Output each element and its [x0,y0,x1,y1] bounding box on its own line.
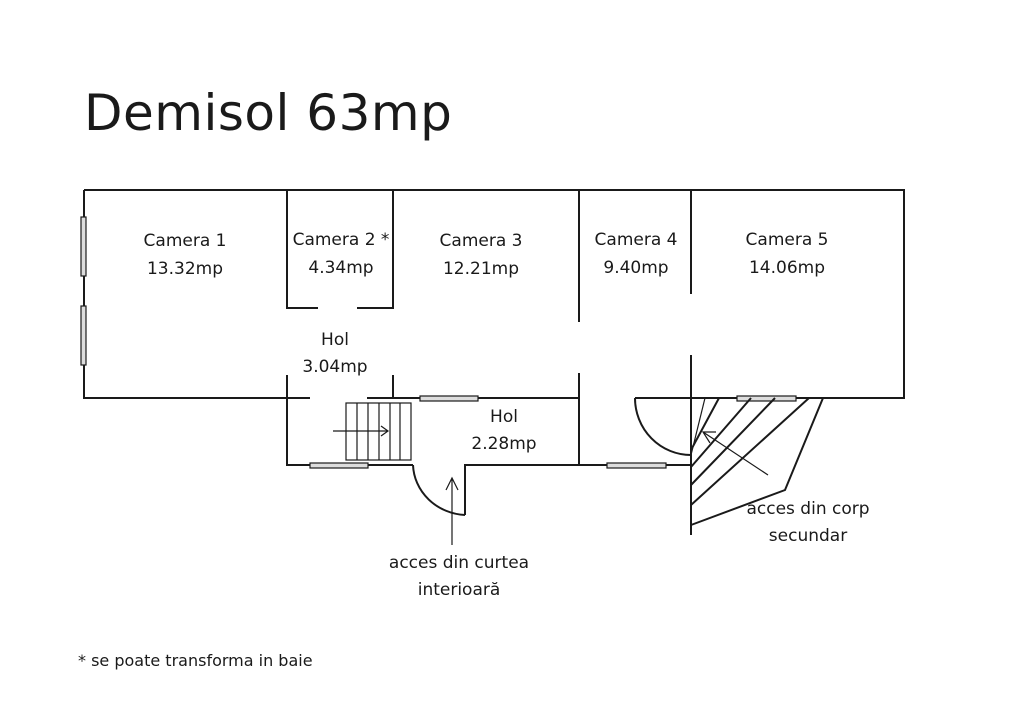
room-camera-1: Camera 1 13.32mp [144,231,227,279]
svg-text:12.21mp: 12.21mp [443,259,519,279]
svg-text:Camera 5: Camera 5 [746,230,829,250]
svg-text:Camera 1: Camera 1 [144,231,227,251]
plan-title: Demisol 63mp [84,84,453,142]
windows [80,216,797,469]
room-camera-2: Camera 2 * 4.34mp [293,230,390,278]
staircase [333,402,412,461]
footnote: * se poate transforma in baie [78,651,313,670]
svg-text:acces din curtea: acces din curtea [389,553,529,573]
svg-text:4.34mp: 4.34mp [308,258,373,278]
svg-text:acces din corp: acces din corp [746,499,869,519]
svg-text:2.28mp: 2.28mp [471,434,536,454]
svg-text:Camera 3: Camera 3 [440,231,523,251]
svg-text:Hol: Hol [321,330,349,350]
courtyard-access-label: acces din curtea interioară [389,553,529,600]
room-hol-2: Hol 2.28mp [471,407,536,454]
ramp [690,397,824,526]
svg-text:secundar: secundar [769,526,847,546]
svg-text:9.40mp: 9.40mp [603,258,668,278]
room-camera-5: Camera 5 14.06mp [746,230,829,278]
svg-text:13.32mp: 13.32mp [147,259,223,279]
svg-text:interioară: interioară [418,580,501,600]
svg-text:14.06mp: 14.06mp [749,258,825,278]
svg-text:Camera 2 *: Camera 2 * [293,230,390,250]
room-hol-1: Hol 3.04mp [302,330,367,377]
svg-text:3.04mp: 3.04mp [302,357,367,377]
svg-text:Hol: Hol [490,407,518,427]
room-camera-3: Camera 3 12.21mp [440,231,523,279]
room-camera-4: Camera 4 9.40mp [595,230,678,278]
doors [412,397,692,516]
secondary-access-label: acces din corp secundar [746,499,869,546]
access-arrows [445,431,769,545]
svg-text:Camera 4: Camera 4 [595,230,678,250]
